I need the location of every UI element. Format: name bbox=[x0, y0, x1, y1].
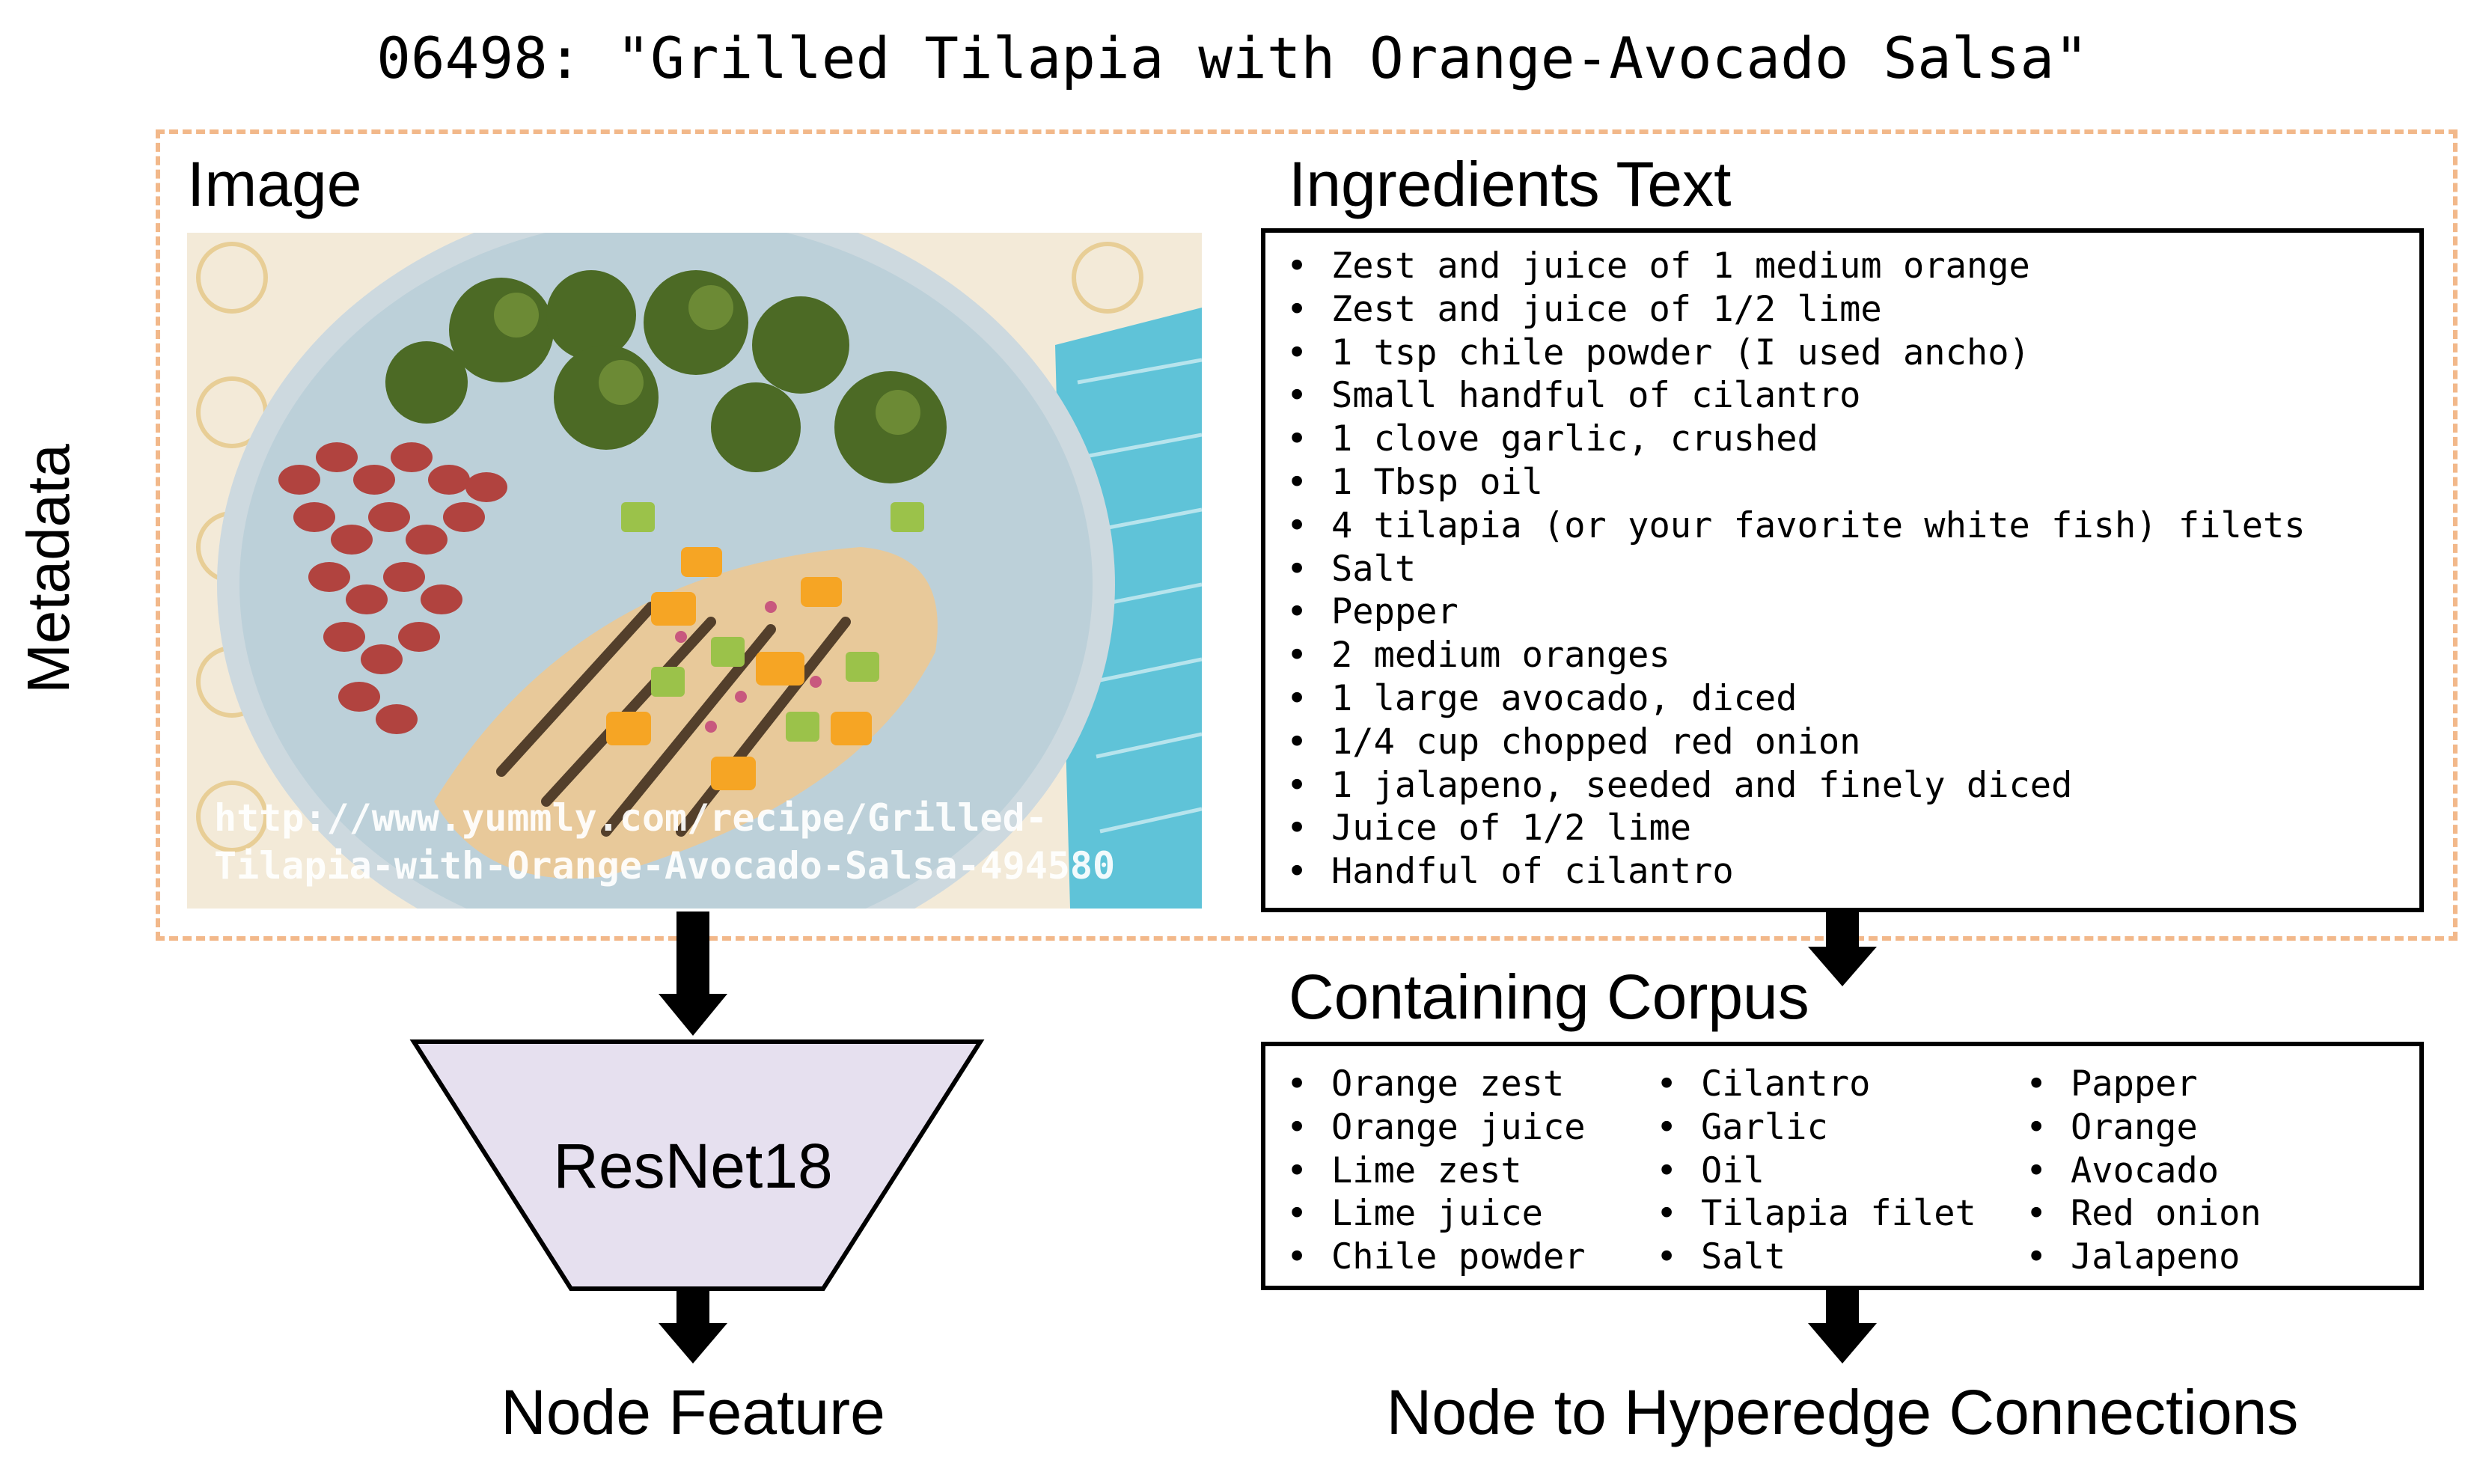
corpus-item: Avocado bbox=[2026, 1149, 2261, 1193]
ingredient-item: Zest and juice of 1 medium orange bbox=[1286, 245, 2306, 288]
ingredient-item: 1 large avocado, diced bbox=[1286, 677, 2306, 721]
metadata-container bbox=[156, 129, 2458, 941]
corpus-item: Oil bbox=[1656, 1149, 1976, 1193]
arrow-image-to-resnet bbox=[659, 912, 727, 1036]
resnet18-label: ResNet18 bbox=[553, 1131, 833, 1201]
ingredient-item: 4 tilapia (or your favorite white fish) … bbox=[1286, 504, 2306, 548]
corpus-item: Papper bbox=[2026, 1063, 2261, 1106]
corpus-column-2: CilantroGarlicOilTilapia filetSalt bbox=[1656, 1063, 1976, 1279]
ingredient-item: 1 tsp chile powder (I used ancho) bbox=[1286, 332, 2306, 375]
ingredient-item: Juice of 1/2 lime bbox=[1286, 807, 2306, 850]
hyperedge-connections-label: Node to Hyperedge Connections bbox=[1386, 1377, 2299, 1447]
resnet18-trapezoid bbox=[409, 1039, 985, 1291]
diagram-title: 06498: "Grilled Tilapia with Orange-Avoc… bbox=[376, 25, 2089, 91]
node-feature-label: Node Feature bbox=[501, 1377, 885, 1447]
arrow-resnet-to-node-feature bbox=[659, 1289, 727, 1364]
recipe-photo-illustration bbox=[187, 233, 1202, 909]
corpus-item: Orange zest bbox=[1286, 1063, 1586, 1106]
ingredients-box: Zest and juice of 1 medium orangeZest an… bbox=[1261, 228, 2424, 912]
image-url-watermark: http://www.yummly.com/recipe/Grilled- Ti… bbox=[214, 794, 1187, 890]
corpus-box: Orange zestOrange juiceLime zestLime jui… bbox=[1261, 1042, 2424, 1290]
ingredient-item: Pepper bbox=[1286, 590, 2306, 634]
ingredients-list: Zest and juice of 1 medium orangeZest an… bbox=[1286, 245, 2306, 894]
arrow-corpus-to-hyperedge bbox=[1808, 1290, 1877, 1364]
ingredient-item: 1 clove garlic, crushed bbox=[1286, 418, 2306, 461]
ingredient-item: 1 Tbsp oil bbox=[1286, 461, 2306, 504]
arrow-ingredients-to-corpus bbox=[1808, 912, 1877, 986]
corpus-item: Lime zest bbox=[1286, 1149, 1586, 1193]
ingredient-item: Handful of cilantro bbox=[1286, 850, 2306, 894]
corpus-item: Tilapia filet bbox=[1656, 1192, 1976, 1236]
ingredient-item: Zest and juice of 1/2 lime bbox=[1286, 288, 2306, 332]
ingredient-item: 1 jalapeno, seeded and finely diced bbox=[1286, 764, 2306, 807]
corpus-item: Chile powder bbox=[1286, 1236, 1586, 1279]
corpus-heading: Containing Corpus bbox=[1289, 962, 1809, 1032]
ingredient-item: 2 medium oranges bbox=[1286, 634, 2306, 677]
corpus-item: Cilantro bbox=[1656, 1063, 1976, 1106]
image-heading: Image bbox=[187, 149, 362, 219]
corpus-item: Orange bbox=[2026, 1106, 2261, 1149]
corpus-item: Orange juice bbox=[1286, 1106, 1586, 1149]
image-url-line1: http://www.yummly.com/recipe/Grilled- bbox=[214, 796, 1048, 840]
corpus-item: Red onion bbox=[2026, 1192, 2261, 1236]
corpus-item: Garlic bbox=[1656, 1106, 1976, 1149]
recipe-photo: http://www.yummly.com/recipe/Grilled- Ti… bbox=[187, 233, 1202, 909]
ingredient-item: Salt bbox=[1286, 548, 2306, 591]
ingredient-item: 1/4 cup chopped red onion bbox=[1286, 721, 2306, 764]
ingredient-item: Small handful of cilantro bbox=[1286, 374, 2306, 418]
corpus-item: Jalapeno bbox=[2026, 1236, 2261, 1279]
ingredients-heading: Ingredients Text bbox=[1289, 149, 1732, 219]
corpus-item: Salt bbox=[1656, 1236, 1976, 1279]
corpus-column-3: PapperOrangeAvocadoRed onionJalapeno bbox=[2026, 1063, 2261, 1279]
image-url-line2: Tilapia-with-Orange-Avocado-Salsa-494580 bbox=[214, 844, 1116, 888]
corpus-column-1: Orange zestOrange juiceLime zestLime jui… bbox=[1286, 1063, 1586, 1279]
corpus-item: Lime juice bbox=[1286, 1192, 1586, 1236]
